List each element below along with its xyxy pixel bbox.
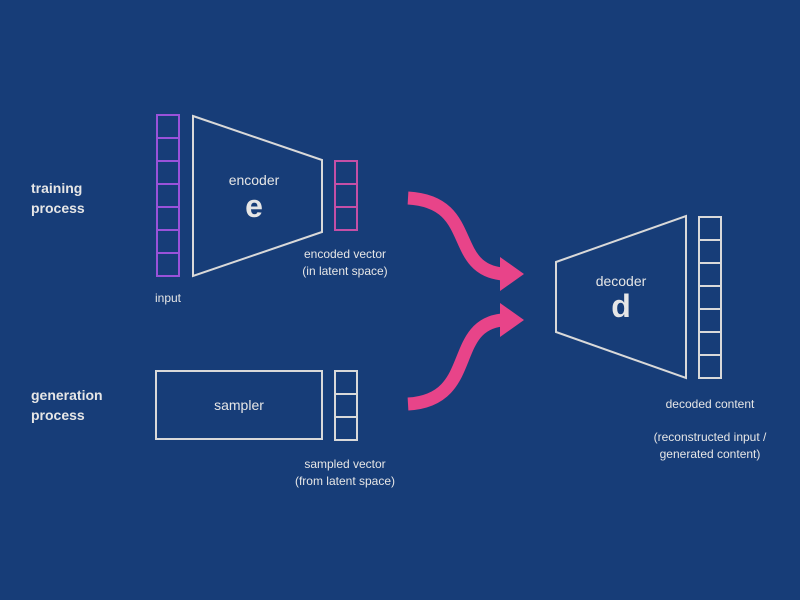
training-label-line1: training	[31, 180, 83, 196]
decoded-vector-cell	[698, 262, 722, 287]
input-vector-cell	[156, 137, 180, 162]
input-vector	[156, 114, 180, 277]
decoder-shape	[555, 214, 687, 380]
encoded-label-line1: encoded vector	[303, 247, 387, 261]
decoder-letter: d	[611, 288, 631, 324]
decoded-vector-cell	[698, 216, 722, 241]
sampled-vector-label: sampled vector (from latent space)	[280, 456, 410, 490]
input-vector-cell	[156, 160, 180, 185]
decoded-content-label: decoded content	[665, 397, 755, 411]
decoded-vector-cell	[698, 308, 722, 333]
sampled-label-line2: (from latent space)	[294, 474, 396, 488]
arrows	[407, 191, 524, 411]
decoded-vector-cell	[698, 354, 722, 379]
sampled-vector-cell	[334, 393, 358, 418]
encoder-shape	[192, 114, 323, 278]
decoded-note-line2: generated content)	[659, 447, 761, 461]
input-vector-cell	[156, 252, 180, 277]
generation-arrow-shaft	[407, 313, 504, 411]
training-arrow-head	[500, 257, 524, 291]
decoded-vector-cell	[698, 285, 722, 310]
input-vector-cell	[156, 183, 180, 208]
generation-process-label: generation process	[31, 385, 103, 425]
decoded-note-line1: (reconstructed input /	[653, 430, 767, 444]
generation-label-line2: process	[31, 407, 85, 423]
sampled-vector-cell	[334, 416, 358, 441]
decoder-label: decoder	[595, 273, 647, 289]
generation-arrow-head	[500, 303, 524, 337]
encoder-label: encoder	[228, 172, 280, 188]
decoded-content-note: (reconstructed input / generated content…	[630, 429, 790, 463]
encoded-label-line2: (in latent space)	[302, 264, 388, 278]
encoded-vector-cell	[334, 183, 358, 208]
encoded-vector-cell	[334, 206, 358, 231]
sampled-vector-cell	[334, 370, 358, 395]
decoded-vector	[698, 216, 722, 379]
sampled-vector	[334, 370, 358, 441]
decoded-vector-cell	[698, 239, 722, 264]
sampled-label-line1: sampled vector	[304, 457, 386, 471]
input-vector-cell	[156, 229, 180, 254]
encoded-vector-cell	[334, 160, 358, 185]
sampler-box	[155, 370, 323, 440]
training-label-line2: process	[31, 200, 85, 216]
input-vector-cell	[156, 114, 180, 139]
encoder-letter: e	[245, 188, 263, 224]
training-process-label: training process	[31, 178, 85, 218]
sampler-label: sampler	[214, 397, 264, 413]
decoded-vector-cell	[698, 331, 722, 356]
training-arrow-shaft	[407, 191, 504, 281]
generation-label-line1: generation	[31, 387, 103, 403]
encoded-vector	[334, 160, 358, 231]
input-vector-cell	[156, 206, 180, 231]
input-label: input	[154, 291, 182, 305]
encoded-vector-label: encoded vector (in latent space)	[285, 246, 405, 280]
